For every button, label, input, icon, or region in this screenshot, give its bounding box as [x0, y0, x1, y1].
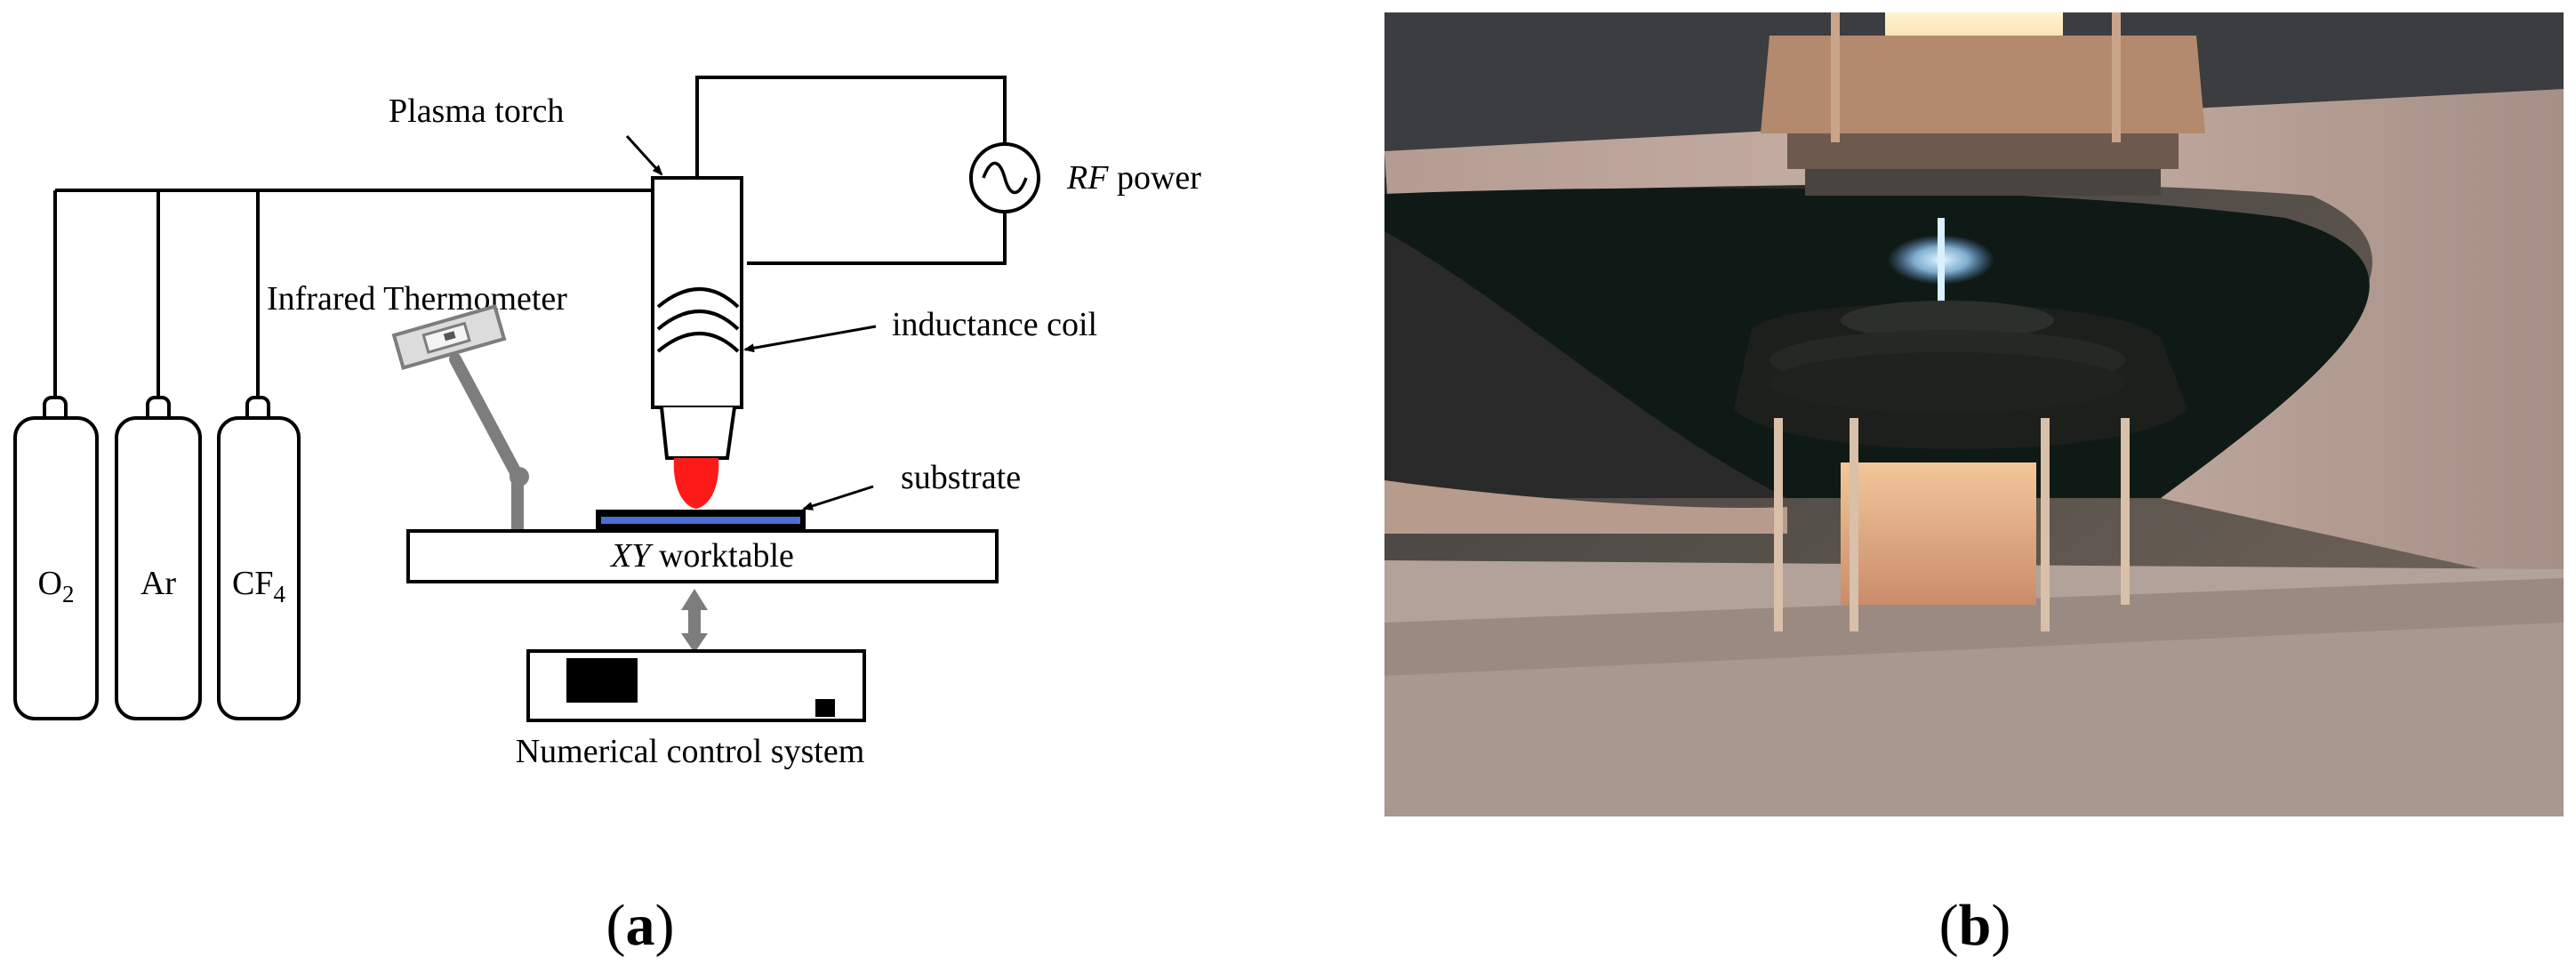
numerical-control-box [526, 649, 866, 722]
rf-power-label: RF power [1066, 159, 1201, 197]
svg-text:Ar: Ar [140, 565, 176, 602]
rf-circuit [695, 76, 1007, 265]
photograph [1384, 12, 2564, 816]
photo-panel [1384, 12, 2564, 816]
substrate-label: substrate [901, 459, 1021, 496]
gas-cylinder-ar: Ar [115, 396, 202, 720]
svg-text:O2: O2 [38, 565, 75, 607]
plasma-flame [673, 458, 719, 509]
cylinder-subscript-o2: 2 [62, 581, 75, 607]
schematic-panel: O2 Ar CF4 RF power [13, 76, 1201, 770]
xy-worktable-label: XY worktable [609, 537, 794, 575]
plasma-torch-label: Plasma torch [389, 92, 564, 130]
infrared-thermometer-label: Infrared Thermometer [267, 280, 567, 318]
xy-worktable [406, 529, 999, 583]
numerical-control-label: Numerical control system [516, 733, 865, 770]
cylinder-label-cf4: CF [232, 565, 273, 602]
plasma-torch [651, 176, 743, 460]
inductance-coil-arrow [743, 325, 877, 353]
gas-cylinder-o2: O2 [13, 396, 99, 720]
substrate-arrow [802, 485, 874, 511]
rf-power-source [969, 142, 1040, 213]
gas-supply-lines [53, 189, 658, 405]
caption-a: (a) [606, 893, 675, 958]
double-arrow [681, 589, 708, 653]
plasma-torch-arrow [625, 134, 663, 176]
svg-text:CF4: CF4 [232, 565, 285, 607]
inductance-coil-label: inductance coil [892, 306, 1097, 343]
cylinder-subscript-cf4: 4 [273, 581, 285, 607]
caption-b: (b) [1939, 893, 2011, 958]
substrate-layer [601, 517, 800, 524]
cylinder-label-ar: Ar [140, 565, 176, 602]
cylinder-label-o2: O [38, 565, 62, 602]
infrared-thermometer [391, 303, 529, 535]
gas-cylinder-cf4: CF4 [217, 396, 301, 720]
